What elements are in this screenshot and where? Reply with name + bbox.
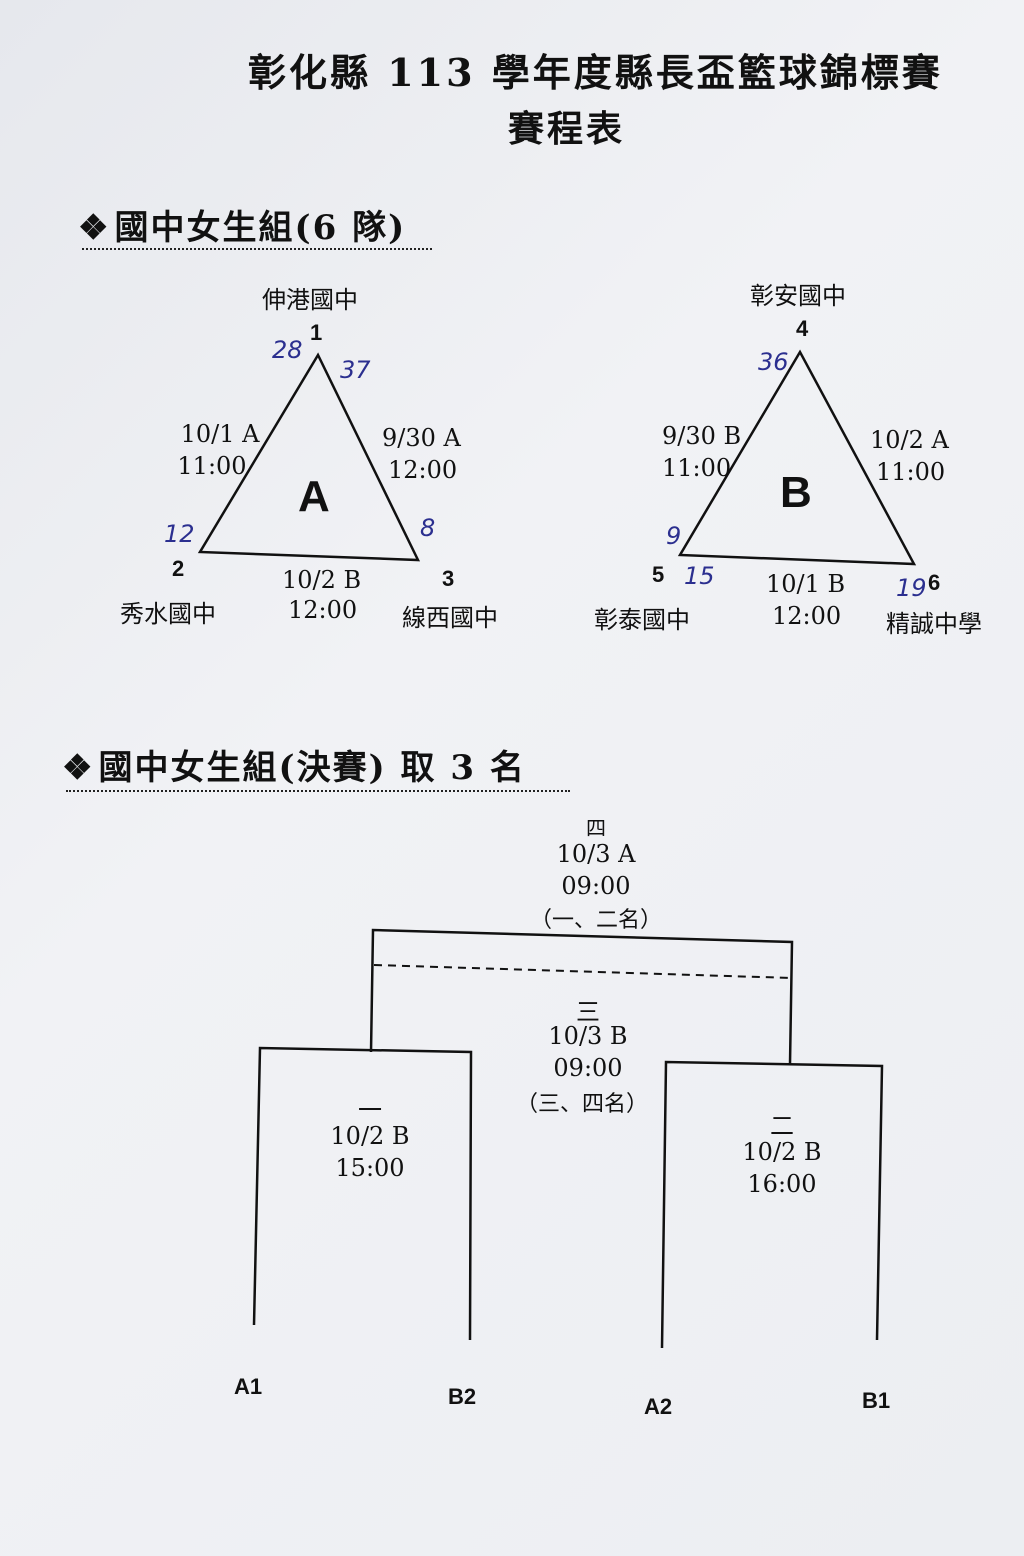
- semi1-match-date: 10/2 B: [330, 1122, 410, 1150]
- third-match-note: （三、四名）: [515, 1092, 648, 1117]
- heading-underline: [82, 248, 432, 250]
- semi2-match-time: 16:00: [747, 1170, 817, 1198]
- handwritten-score: 36: [758, 348, 789, 376]
- team-number: 4: [796, 316, 809, 341]
- semi1-match-time: 15:00: [335, 1154, 405, 1182]
- handwritten-score: 37: [340, 356, 371, 384]
- team-label: 秀水國中: [120, 600, 216, 628]
- match-time: 12:00: [388, 456, 458, 484]
- seed-label: B1: [862, 1388, 891, 1413]
- bracket-lines: [252, 928, 884, 1349]
- third-match-number: 三: [576, 998, 600, 1026]
- match-date: 10/1 A: [180, 420, 260, 448]
- match-time: 11:00: [177, 452, 247, 480]
- team-number: 6: [928, 570, 941, 595]
- group-letter: B: [780, 468, 812, 517]
- match-date: 9/30 A: [382, 424, 461, 452]
- seed-label: B2: [448, 1384, 477, 1409]
- seed-label: A1: [234, 1374, 263, 1399]
- third-place-dashed-line: [373, 964, 793, 979]
- match-date: 9/30 B: [662, 422, 742, 450]
- diamond-bullet-icon: ❖: [78, 208, 111, 248]
- team-label: 精誠中學: [886, 610, 982, 638]
- handwritten-score: 8: [420, 514, 436, 542]
- diamond-bullet-icon: ❖: [62, 748, 95, 788]
- team-label: 彰泰國中: [594, 606, 690, 634]
- team-number: 3: [442, 566, 455, 591]
- final-match-time: 09:00: [561, 872, 631, 900]
- match-time: 12:00: [288, 596, 358, 624]
- page-title: 彰化縣 113 學年度縣長盃籃球錦標賽: [248, 50, 943, 95]
- match-time: 11:00: [876, 458, 946, 486]
- team-label: 伸港國中: [262, 286, 358, 314]
- team-number: 1: [310, 320, 323, 345]
- final-match-number: 四: [586, 816, 606, 840]
- match-date: 10/1 B: [766, 570, 846, 598]
- semi2-match-date: 10/2 B: [742, 1138, 822, 1166]
- third-match-time: 09:00: [553, 1054, 623, 1082]
- handwritten-score: 9: [666, 522, 682, 550]
- handwritten-score: 19: [896, 574, 927, 602]
- handwritten-score: 15: [684, 562, 715, 590]
- team-label: 彰安國中: [750, 282, 846, 310]
- match-date: 10/2 A: [870, 426, 949, 454]
- group-letter: A: [298, 472, 330, 521]
- team-label: 線西國中: [402, 604, 498, 632]
- semi1-match-number: 一: [358, 1096, 382, 1124]
- final-match-note: （一、二名）: [529, 908, 662, 933]
- handwritten-score: 12: [164, 520, 195, 548]
- match-time: 11:00: [662, 454, 732, 482]
- team-number: 5: [652, 562, 665, 587]
- section-heading-finals: ❖國中女生組(決賽) 取 3 名: [62, 740, 526, 789]
- match-date: 10/2 B: [282, 566, 362, 594]
- third-match-date: 10/3 B: [548, 1022, 628, 1050]
- section-heading-text: 國中女生組(決賽) 取 3 名: [98, 748, 526, 788]
- section-heading-text: 國中女生組(6 隊): [114, 208, 407, 248]
- final-match-date: 10/3 A: [556, 840, 636, 868]
- match-time: 12:00: [772, 602, 842, 630]
- heading-underline: [66, 790, 570, 792]
- semi2-match-number: 二: [770, 1112, 794, 1140]
- handwritten-score: 28: [272, 336, 303, 364]
- page-subtitle: 賽程表: [508, 108, 626, 150]
- seed-label: A2: [644, 1394, 673, 1419]
- triangle-group-a: [197, 352, 421, 562]
- team-number: 2: [172, 556, 185, 581]
- triangle-group-b: [677, 349, 917, 566]
- section-heading-group-stage: ❖國中女生組(6 隊): [78, 200, 406, 249]
